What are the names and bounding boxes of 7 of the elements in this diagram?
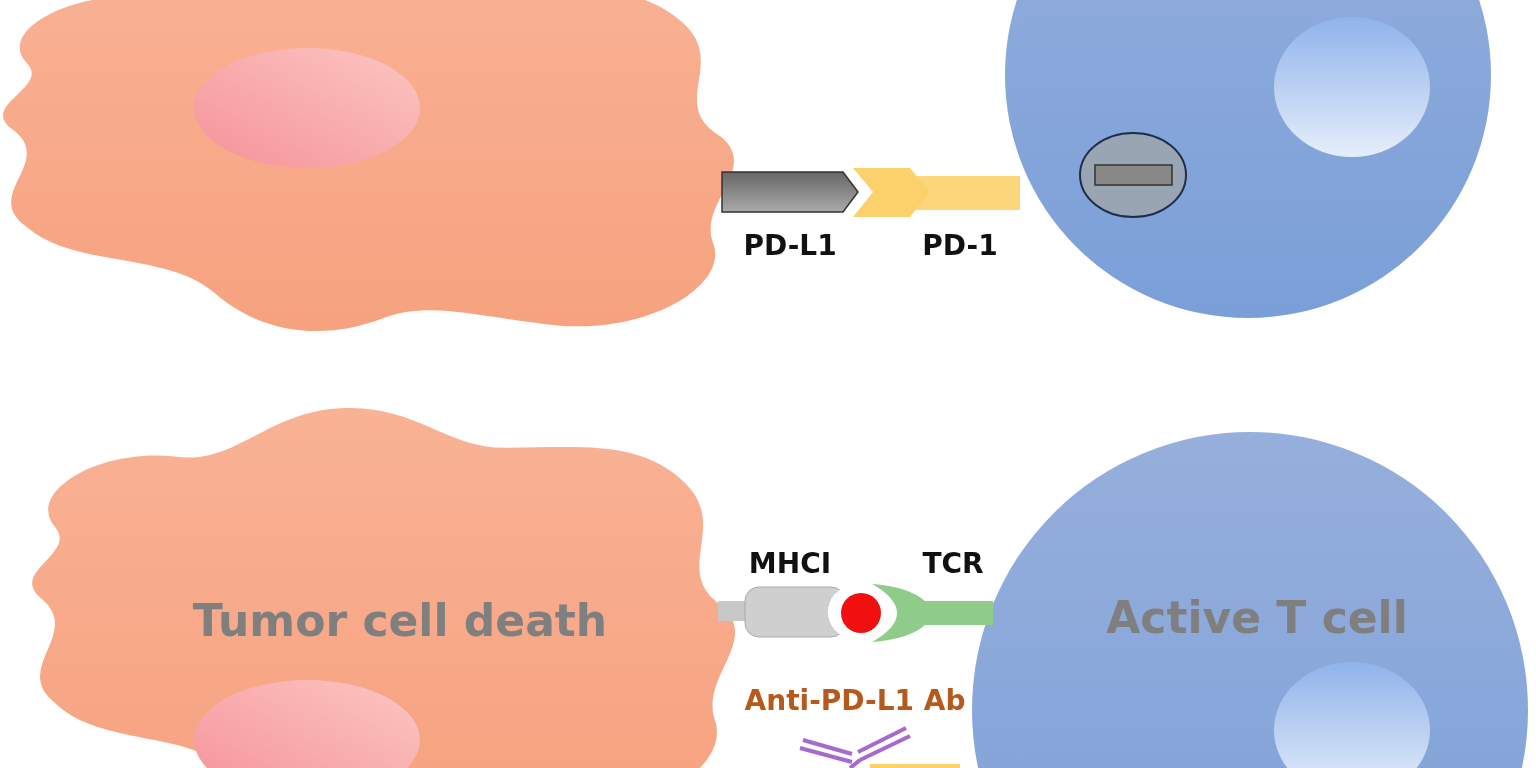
cell-label: Active T cell xyxy=(1106,591,1408,643)
cell-label: Tumor cell death xyxy=(192,594,608,646)
molecule-label: PD-L1 xyxy=(743,228,837,262)
molecule-label: TCR xyxy=(922,546,984,580)
molecule-label: MHCI xyxy=(748,546,832,580)
molecule-label: PD-1 xyxy=(922,228,998,262)
molecule-label: Anti-PD-L1 Ab xyxy=(744,683,966,717)
